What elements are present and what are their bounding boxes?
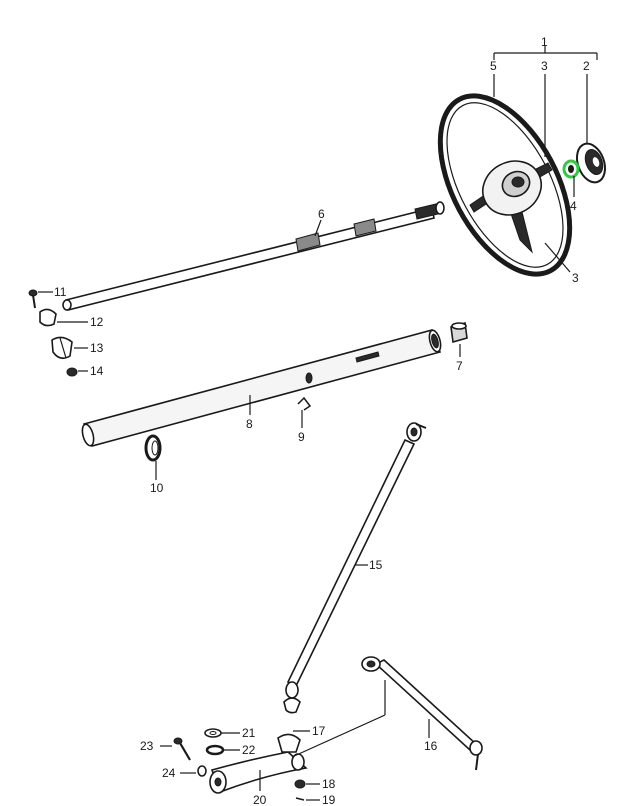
callout-7: 7: [456, 359, 463, 373]
clamp-lower: [51, 336, 73, 360]
callout-5: 5: [490, 59, 497, 73]
wheel-nut-highlighted: [562, 159, 580, 179]
callout-8: 8: [246, 417, 253, 431]
clamp-upper: [39, 308, 57, 327]
steering-column-tube: [81, 329, 442, 447]
callout-17: 17: [312, 724, 326, 738]
callout-16: 16: [424, 739, 438, 753]
callout-9: 9: [298, 430, 305, 444]
ball-joint: [277, 733, 301, 753]
lock-washer-24: [197, 765, 207, 777]
column-bushing: [450, 321, 468, 344]
callout-23: 23: [140, 739, 154, 753]
retaining-clip: [297, 396, 312, 411]
steering-shaft: [62, 201, 445, 311]
callout-20: 20: [253, 793, 267, 806]
washer-22: [205, 744, 225, 756]
cotter-pin-19: [295, 797, 305, 801]
callout-numbers: 1 2 3 4 5 3 6 7 8 9 10 11 12 13 14 15 16…: [54, 35, 590, 806]
callout-14: 14: [90, 364, 104, 378]
clamp-bolt: [28, 289, 38, 309]
column-seal-ring: [144, 434, 162, 462]
leader-lines: [38, 74, 588, 801]
group-bracket-1: [493, 46, 598, 60]
callout-6: 6: [318, 207, 325, 221]
steering-wheel: [437, 93, 573, 277]
callout-21: 21: [242, 726, 256, 740]
callout-15: 15: [369, 558, 383, 572]
callout-19: 19: [322, 793, 336, 806]
callout-1: 1: [541, 35, 548, 49]
clamp-nut: [66, 367, 78, 377]
callout-4: 4: [570, 199, 577, 213]
washer-21: [204, 728, 222, 738]
callout-12: 12: [90, 315, 104, 329]
tie-rod-short: [361, 656, 483, 771]
callout-3-top: 3: [541, 59, 548, 73]
drop-arm: [209, 751, 308, 794]
callout-22: 22: [242, 743, 256, 757]
horn-button: [575, 142, 607, 184]
callout-18: 18: [322, 777, 336, 791]
bolt-23: [173, 737, 191, 761]
callout-24: 24: [162, 766, 176, 780]
callout-3-wheel: 3: [572, 271, 579, 285]
callout-13: 13: [90, 341, 104, 355]
tie-rod-long: [283, 422, 427, 714]
callout-11: 11: [54, 285, 67, 299]
callout-10: 10: [150, 481, 164, 495]
callout-2: 2: [583, 59, 590, 73]
castle-nut-18: [294, 779, 306, 789]
